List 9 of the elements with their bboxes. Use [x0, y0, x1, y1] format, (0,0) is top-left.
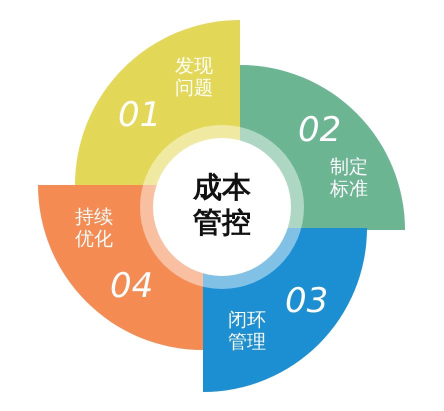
step-number: 03 [285, 282, 328, 322]
step-number: 01 [118, 96, 162, 136]
center-title: 成本管控 [192, 170, 252, 240]
step-number: 04 [110, 267, 154, 306]
step-label: 持续优化 [75, 207, 114, 251]
step-label: 制定标准 [330, 157, 369, 201]
step-label: 闭环管理 [228, 310, 267, 354]
step-number: 02 [298, 111, 342, 150]
step-label: 发现问题 [175, 56, 214, 100]
